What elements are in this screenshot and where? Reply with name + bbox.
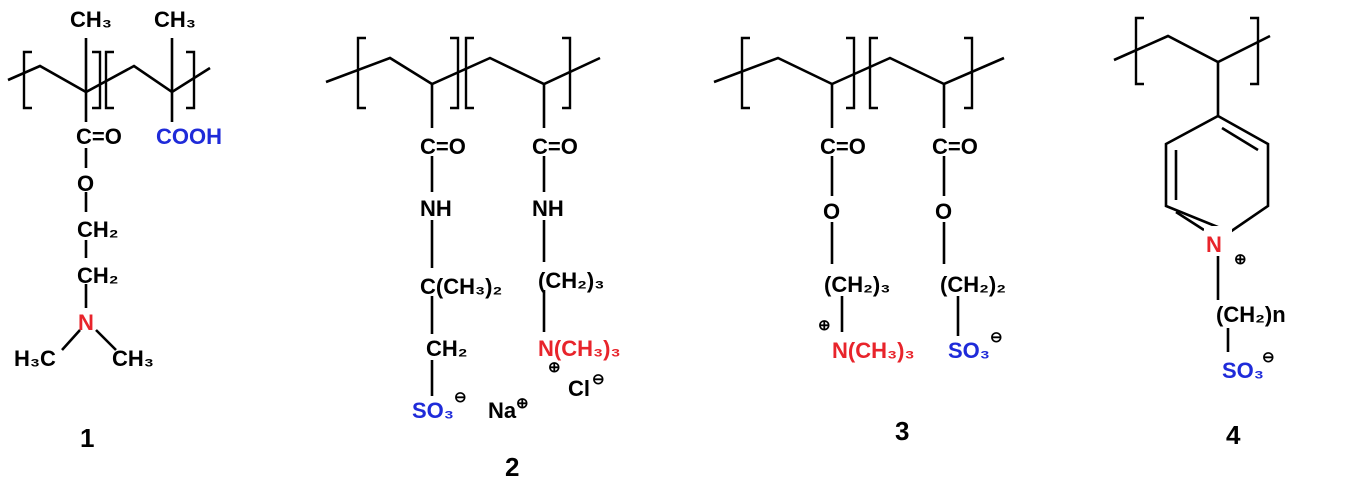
bracket-left-1a bbox=[22, 50, 32, 110]
pyridinium-charge: ⊕ bbox=[1234, 251, 1247, 268]
bond-nme-left bbox=[61, 329, 81, 351]
bracket-left-4 bbox=[1134, 16, 1144, 86]
ethyl-label-3: (CH₂)₂ bbox=[940, 272, 1006, 297]
structure-1: CH₃ CH₃ C=O COOH O CH₂ CH₂ N H₃C CH₃ 1 bbox=[7, 7, 222, 453]
carbonyl-label-1: C=O bbox=[76, 124, 122, 149]
bracket-left-2b bbox=[464, 36, 474, 110]
sulfonate-charge-4: ⊖ bbox=[1262, 349, 1275, 366]
n-atom-mask bbox=[1204, 226, 1232, 254]
ch3-left-label: CH₃ bbox=[70, 7, 112, 32]
sulfonate-label-3: SO₃ bbox=[948, 338, 990, 363]
ammonium-label-3: N(CH₃)₃ bbox=[832, 338, 915, 363]
bracket-right-2a bbox=[450, 36, 460, 110]
quat-carbon-label-2: C(CH₃)₂ bbox=[420, 274, 502, 299]
pyridinium-n-label: N bbox=[1206, 232, 1222, 257]
cooh-label: COOH bbox=[156, 124, 222, 149]
structure-3: C=O C=O O O (CH₂)₃ (CH₂)₂ ⊕ N(CH₃)₃ SO₃ … bbox=[713, 36, 1006, 446]
bracket-right-1b bbox=[186, 50, 196, 110]
ch3-right-label: CH₃ bbox=[154, 7, 196, 32]
bracket-right-3b bbox=[964, 36, 974, 110]
backbone-4 bbox=[1113, 34, 1271, 64]
structure-2: C=O C=O NH NH C(CH₃)₂ CH₂ SO₃ ⊖ Na ⊕ (CH… bbox=[325, 36, 621, 482]
propyl-label-2: (CH₂)₃ bbox=[538, 268, 604, 293]
ch2-label-2: CH₂ bbox=[426, 336, 468, 361]
ring-double-bond-3 bbox=[1175, 210, 1205, 232]
backbone-3 bbox=[713, 56, 1005, 86]
sulfonate-charge-2: ⊖ bbox=[454, 389, 467, 406]
carbonyl-label-2r: C=O bbox=[532, 134, 578, 159]
ammonium-charge-3: ⊕ bbox=[818, 317, 831, 334]
carbonyl-label-3r: C=O bbox=[932, 134, 978, 159]
carbonyl-label-3l: C=O bbox=[820, 134, 866, 159]
carbonyl-label-2l: C=O bbox=[420, 134, 466, 159]
sulfonate-label-4: SO₃ bbox=[1222, 358, 1264, 383]
alkyl-chain-label: (CH₂)n bbox=[1216, 302, 1286, 327]
chloride-charge: ⊖ bbox=[592, 371, 605, 388]
structure-number-1: 1 bbox=[80, 423, 94, 453]
bracket-right-4 bbox=[1250, 16, 1260, 86]
structure-number-3: 3 bbox=[895, 416, 909, 446]
sodium-label: Na bbox=[488, 398, 517, 423]
bracket-right-1a bbox=[92, 50, 102, 110]
bracket-left-3b bbox=[868, 36, 878, 110]
bracket-left-2a bbox=[356, 36, 366, 110]
ester-o-label-3r: O bbox=[935, 199, 952, 224]
bond-nme-right bbox=[95, 329, 117, 351]
backbone-1 bbox=[7, 64, 211, 94]
amine-n-label: N bbox=[78, 310, 94, 335]
ester-o-label-3l: O bbox=[823, 199, 840, 224]
nh-label-2l: NH bbox=[420, 196, 452, 221]
bracket-left-1b bbox=[104, 50, 114, 110]
structure-number-2: 2 bbox=[505, 452, 519, 482]
ch2b-label-1: CH₂ bbox=[77, 263, 119, 288]
nh-label-2r: NH bbox=[532, 196, 564, 221]
bracket-right-3a bbox=[846, 36, 856, 110]
methyl-left-label: H₃C bbox=[14, 346, 56, 371]
propyl-label-3: (CH₂)₃ bbox=[824, 272, 890, 297]
bracket-right-2b bbox=[562, 36, 572, 110]
ammonium-label-2: N(CH₃)₃ bbox=[538, 336, 621, 361]
bracket-left-3a bbox=[740, 36, 750, 110]
sulfonate-label-2: SO₃ bbox=[412, 398, 454, 423]
ring-double-bond-2 bbox=[1221, 126, 1259, 152]
structure-number-4: 4 bbox=[1226, 420, 1241, 450]
chloride-label: Cl bbox=[568, 376, 590, 401]
backbone-2 bbox=[325, 56, 601, 86]
ammonium-charge-2: ⊕ bbox=[548, 359, 561, 376]
ester-o-label-1: O bbox=[77, 171, 94, 196]
ch2a-label-1: CH₂ bbox=[77, 217, 119, 242]
sodium-charge: ⊕ bbox=[516, 395, 529, 412]
sulfonate-charge-3: ⊖ bbox=[990, 329, 1003, 346]
structure-4: N ⊕ (CH₂)n SO₃ ⊖ 4 bbox=[1113, 16, 1286, 450]
methyl-right-label: CH₃ bbox=[112, 346, 154, 371]
